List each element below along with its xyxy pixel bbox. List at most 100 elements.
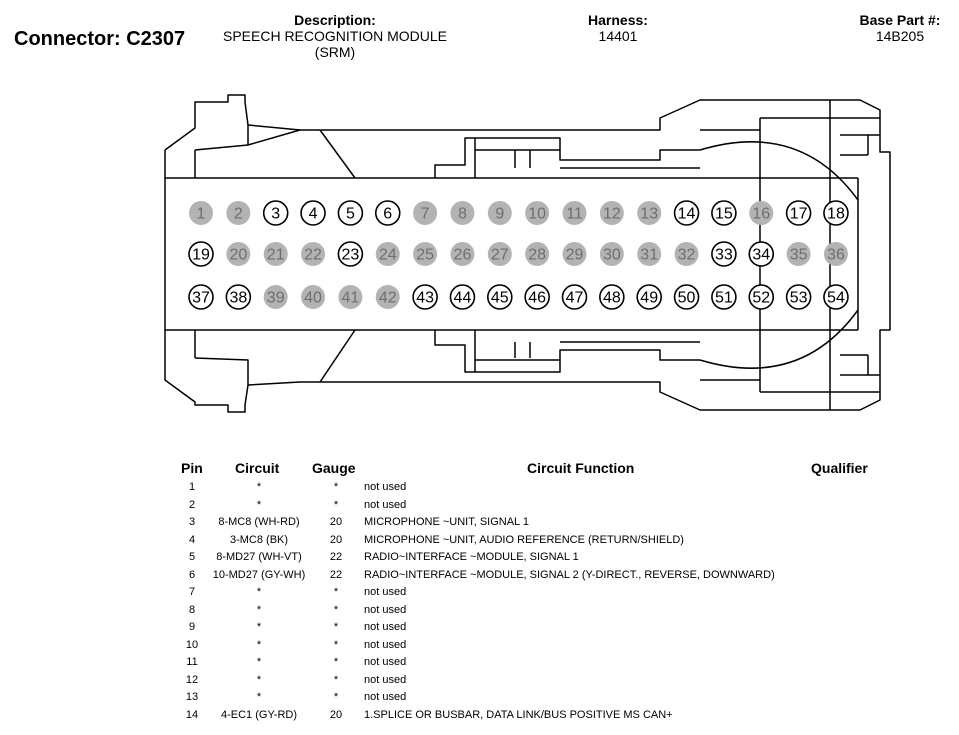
- pin-13: 13: [637, 201, 662, 225]
- pin-circle: [188, 241, 214, 267]
- pin-label: 45: [491, 290, 509, 307]
- pin-label: 19: [192, 247, 210, 264]
- cell-pin: 4: [188, 533, 196, 546]
- col-head-qualifier: Qualifier: [811, 460, 868, 476]
- harness-block: Harness: 14401: [558, 12, 678, 44]
- pin-45: 45: [486, 284, 513, 310]
- base-part-label: Base Part #:: [859, 12, 941, 28]
- pin-circle: [748, 284, 775, 310]
- pin-circle: [449, 284, 476, 310]
- pin-37: 37: [188, 284, 214, 310]
- pin-circle: [823, 200, 849, 226]
- pin-label: 20: [229, 247, 247, 264]
- connector-title: Connector: C2307: [14, 28, 186, 50]
- pin-circle: [711, 241, 737, 267]
- pin-label: 3: [271, 206, 280, 223]
- pin-label: 48: [603, 290, 621, 307]
- pin-circle: [637, 201, 662, 225]
- pin-4: 4: [300, 200, 326, 226]
- pin-label: 52: [752, 290, 770, 307]
- pin-label: 7: [421, 206, 430, 223]
- pin-circle: [487, 201, 512, 225]
- pin-label: 54: [827, 290, 845, 307]
- cell-function: 1.SPLICE OR BUSBAR, DATA LINK/BUS POSITI…: [364, 708, 673, 721]
- pin-circle: [337, 241, 364, 267]
- col-head-circuit: Circuit: [235, 460, 280, 476]
- cell-pin: 10: [185, 638, 199, 651]
- cell-function: not used: [364, 621, 407, 633]
- pin-49: 49: [636, 284, 663, 310]
- pin-circle: [711, 284, 737, 310]
- cell-pin: 2: [188, 498, 196, 511]
- table-row: 13**not used: [0, 689, 959, 707]
- pin-label: 44: [454, 290, 472, 307]
- pin-16: 16: [749, 201, 774, 225]
- pin-label: 53: [790, 290, 808, 307]
- table-row: 12**not used: [0, 672, 959, 690]
- pin-circle: [562, 242, 587, 266]
- cell-circuit: 3-MC8 (BK): [229, 533, 289, 546]
- pin-circle: [525, 242, 550, 266]
- pin-circle: [226, 201, 251, 225]
- pin-15: 15: [711, 200, 737, 226]
- table-row: 9**not used: [0, 619, 959, 637]
- pin-label: 41: [342, 290, 360, 307]
- pin-circle: [636, 284, 663, 310]
- pin-label: 21: [267, 247, 285, 264]
- pin-19: 19: [188, 241, 214, 267]
- pin-42: 42: [375, 285, 400, 309]
- pin-label: 25: [416, 247, 434, 264]
- cell-gauge: *: [333, 481, 339, 493]
- table-row: 2**not used: [0, 497, 959, 515]
- pin-51: 51: [711, 284, 737, 310]
- table-row: 7**not used: [0, 584, 959, 602]
- pin-label: 1: [197, 206, 206, 223]
- pin-circle: [599, 284, 625, 310]
- pin-circle: [375, 285, 400, 309]
- pin-label: 2: [234, 206, 243, 223]
- pin-circle: [450, 201, 475, 225]
- pin-label: 50: [678, 290, 696, 307]
- pin-46: 46: [524, 284, 550, 310]
- pin-label: 18: [827, 206, 845, 223]
- cell-circuit: *: [256, 498, 262, 511]
- base-part-block: Base Part #: 14B205: [830, 12, 959, 44]
- pin-label: 23: [342, 247, 360, 264]
- pin-22: 22: [301, 242, 326, 266]
- table-row: 10**not used: [0, 637, 959, 655]
- cell-gauge: *: [333, 586, 339, 598]
- pin-label: 43: [416, 290, 434, 307]
- pin-circle: [188, 284, 214, 310]
- harness-value: 14401: [598, 28, 638, 44]
- cell-circuit: *: [256, 638, 262, 651]
- pin-circle: [263, 285, 288, 309]
- cell-gauge: 20: [329, 516, 343, 528]
- pin-circle: [337, 200, 364, 226]
- pin-44: 44: [449, 284, 476, 310]
- cell-function: not used: [364, 603, 407, 616]
- cell-circuit: *: [256, 481, 262, 493]
- cell-gauge: *: [333, 498, 339, 511]
- pin-24: 24: [375, 242, 400, 266]
- pin-circle: [524, 284, 550, 310]
- cell-circuit: 4-EC1 (GY-RD): [221, 708, 297, 721]
- pin-circle: [338, 285, 363, 309]
- pin-label: 47: [566, 290, 584, 307]
- pin-circle: [374, 200, 401, 226]
- pin-label: 35: [790, 247, 808, 264]
- pin-6: 6: [374, 200, 401, 226]
- pin-label: 27: [491, 247, 509, 264]
- cell-circuit: *: [256, 586, 262, 598]
- pin-33: 33: [711, 241, 737, 267]
- description-line-2: (SRM): [314, 44, 356, 60]
- pin-circle: [599, 242, 624, 266]
- pin-circle: [412, 284, 438, 310]
- cell-pin: 1: [188, 481, 196, 493]
- table-row: 8**not used: [0, 602, 959, 620]
- pin-31: 31: [637, 242, 662, 266]
- pin-circle: [785, 284, 812, 310]
- pin-circle: [749, 201, 774, 225]
- cell-function: not used: [364, 638, 407, 651]
